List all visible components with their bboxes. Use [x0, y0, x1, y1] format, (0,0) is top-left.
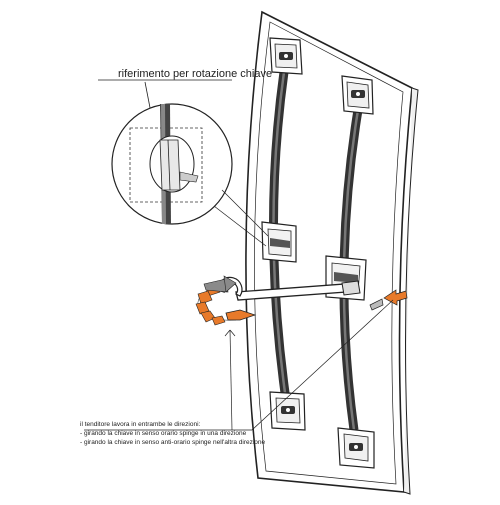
bottom-right-anchor	[337, 427, 375, 469]
top-right-anchor	[341, 75, 374, 115]
notes-item-clockwise: - girando la chiave in senso orario spin…	[80, 430, 247, 437]
top-left-anchor	[269, 37, 303, 75]
note-leaders	[84, 299, 394, 431]
detail-callout	[98, 79, 269, 247]
bottom-left-anchor	[269, 391, 306, 431]
rotation-arrow	[195, 275, 257, 326]
callout-label: riferimento per rotazione chiave	[118, 68, 273, 80]
notes-item-counterclockwise: - girando la chiave in senso anti-orario…	[80, 439, 266, 446]
middle-left-tensioner	[261, 221, 297, 263]
notes-intro: il tenditore lavora in entrambe le direz…	[80, 421, 201, 428]
push-direction-arrows	[369, 289, 408, 311]
usage-notes: il tenditore lavora in entrambe le direz…	[80, 420, 265, 447]
